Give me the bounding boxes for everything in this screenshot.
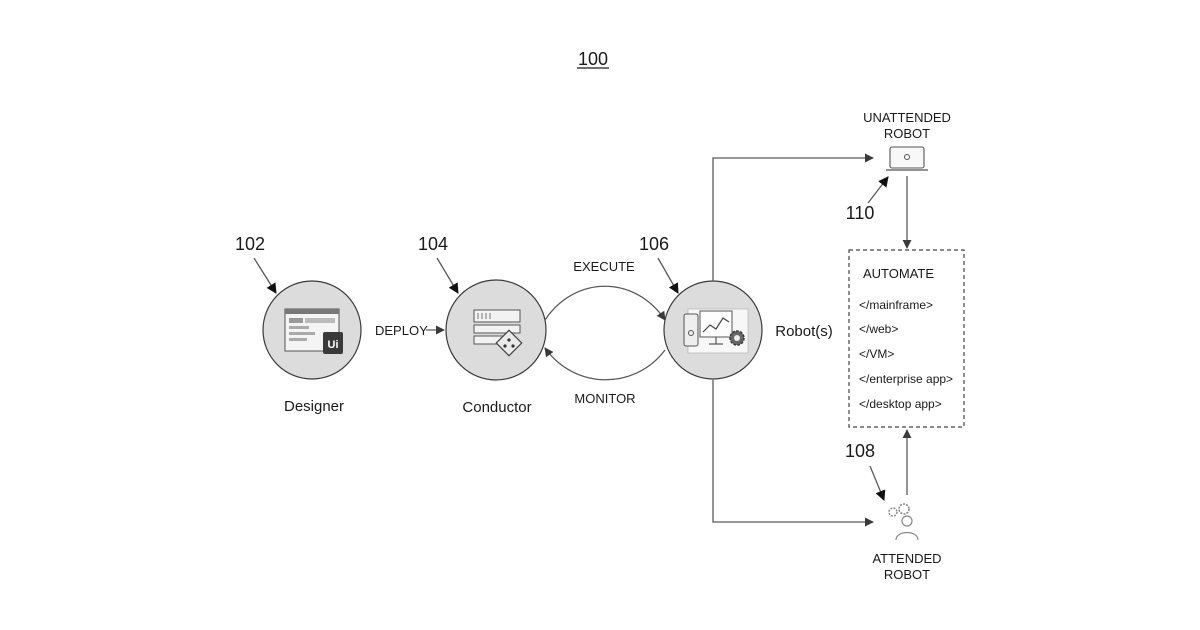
automate-item: </desktop app>	[859, 397, 942, 411]
conductor-caption: Conductor	[462, 399, 531, 416]
robot-monitor-analytics-icon	[684, 309, 748, 353]
attended-robot-node: 108 ATTENDED ROBOT	[845, 430, 942, 582]
svg-text:Ui: Ui	[328, 339, 339, 351]
monitor-label: MONITOR	[574, 391, 635, 406]
automate-item: </mainframe>	[859, 298, 933, 312]
person-with-gears-icon	[889, 504, 918, 540]
execute-label: EXECUTE	[573, 259, 635, 274]
unattended-ref: 110	[846, 203, 875, 223]
automate-title: AUTOMATE	[863, 266, 934, 281]
unattended-caption-line2: ROBOT	[884, 126, 930, 141]
laptop-icon	[886, 147, 928, 170]
robots-ref: 106	[639, 234, 669, 254]
automate-item: </VM>	[859, 347, 894, 361]
robots-caption: Robot(s)	[775, 323, 833, 340]
deploy-edge: DEPLOY	[375, 323, 444, 338]
attended-caption-line1: ATTENDED	[872, 551, 941, 566]
designer-node: Ui 102 Designer	[235, 234, 361, 415]
monitor-edge: MONITOR	[545, 348, 665, 406]
execute-edge: EXECUTE	[545, 259, 665, 320]
attended-ref: 108	[845, 441, 875, 461]
deploy-label: DEPLOY	[375, 323, 428, 338]
ui-designer-window-icon: Ui	[285, 309, 343, 354]
figure-number: 100	[578, 49, 608, 69]
automate-item: </enterprise app>	[859, 372, 953, 386]
unattended-robot-node: UNATTENDED ROBOT 110	[846, 110, 951, 248]
designer-ref: 102	[235, 234, 265, 254]
attended-caption-line2: ROBOT	[884, 567, 930, 582]
robots-node: 106 Robot(s)	[639, 234, 833, 379]
unattended-caption-line1: UNATTENDED	[863, 110, 951, 125]
designer-caption: Designer	[284, 398, 344, 415]
conductor-node: 104 Conductor	[418, 234, 546, 416]
automate-item: </web>	[859, 322, 898, 336]
conductor-ref: 104	[418, 234, 448, 254]
automate-box: AUTOMATE </mainframe> </web> </VM> </ent…	[849, 250, 964, 427]
